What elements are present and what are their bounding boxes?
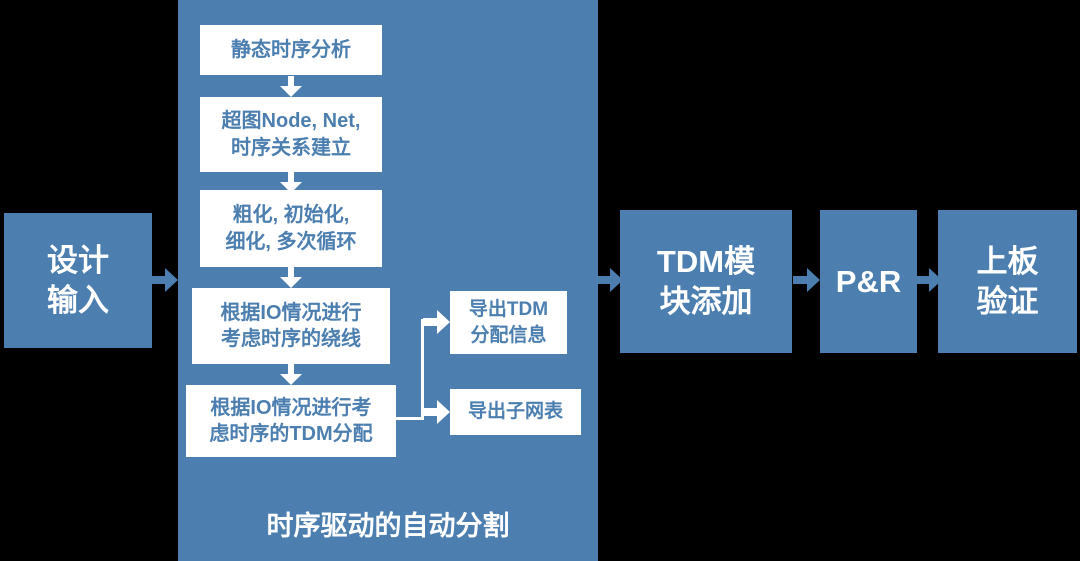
- arrow-design-to-partition: [151, 268, 178, 292]
- step-timing-aware-tdm-assignment: 根据IO情况进行考 虑时序的TDM分配: [186, 385, 396, 457]
- arrow-stem: [596, 276, 611, 284]
- arrow-partition-to-tdm-module: [596, 268, 623, 292]
- arrow-step3-to-step4: [280, 267, 302, 288]
- arrow-tdm-to-pr: [793, 268, 820, 292]
- arrow-head: [280, 86, 302, 97]
- arrow-stem: [288, 364, 294, 375]
- place-and-route-node: P&R: [820, 210, 917, 353]
- arrow-head: [165, 268, 178, 292]
- arrow-head: [437, 400, 450, 424]
- arrow-stem: [288, 267, 294, 278]
- arrow-head: [280, 374, 302, 385]
- arrow-head: [610, 268, 623, 292]
- arrow-stem: [288, 172, 294, 183]
- arrow-stem: [423, 408, 438, 416]
- output-tdm-allocation-info: 导出TDM 分配信息: [450, 291, 567, 354]
- board-verify-node: 上板 验证: [938, 210, 1077, 353]
- arrow-head: [280, 277, 302, 288]
- connector-horizontal-line: [396, 417, 424, 420]
- step-coarsen-init-refine: 粗化, 初始化, 细化, 多次循环: [200, 190, 382, 267]
- step-timing-aware-routing: 根据IO情况进行 考虑时序的绕线: [192, 288, 390, 364]
- partition-container-title: 时序驱动的自动分割: [266, 511, 510, 541]
- arrow-stem: [151, 276, 166, 284]
- arrow-step2-to-step3: [280, 172, 302, 193]
- step-hypergraph-build: 超图Node, Net, 时序关系建立: [200, 97, 382, 172]
- arrow-head: [807, 268, 820, 292]
- step-static-timing-analysis: 静态时序分析: [200, 25, 382, 75]
- tdm-module-add-node: TDM模 块添加: [620, 210, 792, 353]
- output-subnetlist: 导出子网表: [450, 389, 581, 435]
- arrow-stem: [915, 276, 930, 284]
- arrow-step4-to-step5: [280, 364, 302, 385]
- arrow-stem: [423, 318, 438, 326]
- arrow-head: [280, 182, 302, 193]
- partition-container: [178, 0, 598, 561]
- design-input-node: 设计 输入: [4, 213, 152, 348]
- arrow-stem: [288, 76, 294, 87]
- connector-vertical-line: [421, 319, 424, 420]
- arrow-step1-to-step2: [280, 76, 302, 97]
- arrow-stem: [793, 276, 808, 284]
- arrow-head: [437, 310, 450, 334]
- arrow-to-tdm-info-output: [423, 310, 450, 334]
- arrow-to-subnetlist-output: [423, 400, 450, 424]
